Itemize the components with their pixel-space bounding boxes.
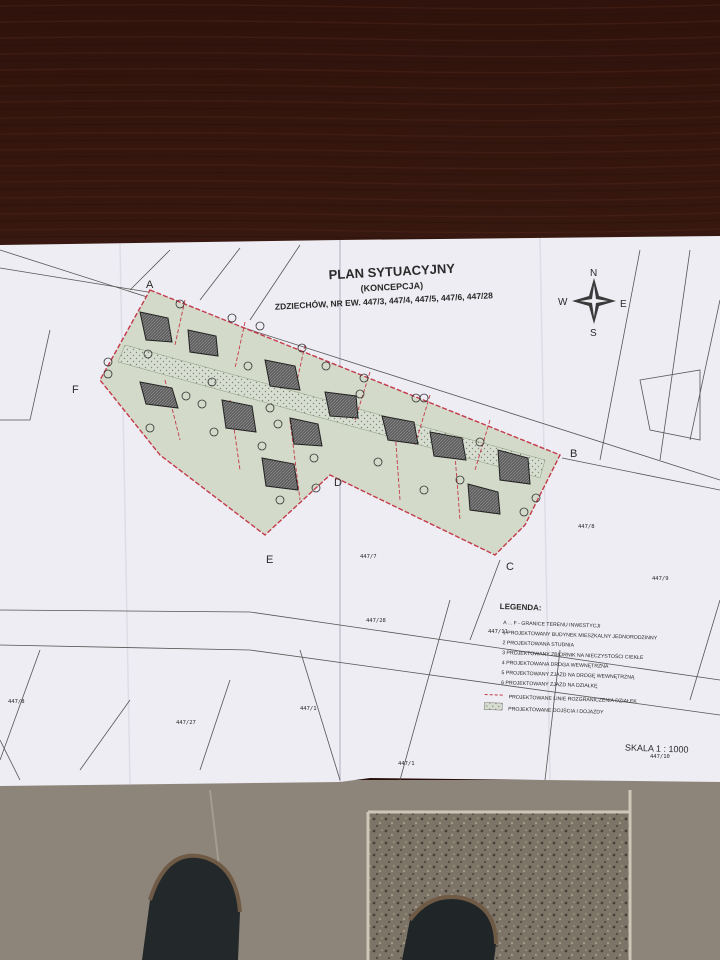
corner-c: C bbox=[506, 561, 514, 573]
legend-item: A ... F - GRANICE TERENU INWESTYCJI bbox=[503, 620, 600, 629]
compass-north: N bbox=[590, 268, 597, 279]
parcel-lines bbox=[0, 244, 720, 781]
legend-line-swatch bbox=[484, 694, 505, 696]
parcel-number: 447/10 bbox=[650, 754, 670, 760]
parcel-number: 447/27 bbox=[176, 720, 196, 726]
legend-line-item: PROJEKTOWANE LINIE ROZGRANICZENIA DZIAŁE… bbox=[509, 694, 638, 704]
houses bbox=[139, 311, 531, 515]
shoe-right-sole bbox=[408, 895, 498, 945]
house-roof bbox=[139, 381, 179, 409]
corner-a: A bbox=[146, 279, 154, 291]
parcel-number: 447/7 bbox=[360, 554, 377, 560]
legend-title: LEGENDA: bbox=[500, 602, 542, 612]
legend-item: 1 PROJEKTOWANY BUDYNEK MIESZKALNY JEDNOR… bbox=[503, 630, 658, 641]
parcel-number: 447/1 bbox=[398, 761, 415, 767]
corner-d: D bbox=[334, 477, 342, 489]
house-roof bbox=[261, 457, 299, 491]
compass-west: W bbox=[558, 297, 568, 308]
legend-item: 4 PROJEKTOWANA DROGA WEWNĘTRZNA bbox=[502, 660, 609, 670]
parcel-number: 447/28 bbox=[366, 618, 386, 624]
legend-hatch-item: PROJEKTOWANE DOJŚCIA I DOJAZDY bbox=[508, 704, 604, 715]
shoe-left bbox=[142, 855, 240, 960]
plan-subtitle: (KONCEPCJA) bbox=[360, 280, 423, 293]
shoe-left-sole bbox=[148, 853, 242, 913]
paper-fold bbox=[119, 243, 131, 785]
legend-item: 2 PROJEKTOWANA STUDNIA bbox=[502, 640, 574, 649]
house-roof bbox=[497, 449, 531, 485]
paper-fold bbox=[539, 237, 551, 781]
scale-label: SKALA 1 : 1000 bbox=[625, 742, 689, 754]
site-boundary bbox=[99, 289, 561, 556]
house-roof bbox=[221, 399, 257, 433]
parcel-number: 447/11 bbox=[488, 629, 508, 635]
house-roof bbox=[429, 431, 467, 461]
parcel-number: 447/8 bbox=[578, 524, 595, 530]
corner-f: F bbox=[72, 384, 79, 396]
house-roof bbox=[139, 311, 173, 343]
house-roof bbox=[264, 359, 301, 391]
house-roof bbox=[187, 329, 219, 357]
parcel-number: 447/1 bbox=[300, 706, 317, 712]
compass-south: S bbox=[590, 328, 597, 339]
parcel-number: 447/9 bbox=[652, 576, 669, 582]
legend-item: 6 PROJEKTOWANY ZJAZD NA DZIAŁKĘ bbox=[501, 680, 598, 689]
compass-east: E bbox=[620, 299, 627, 310]
shoe-right bbox=[402, 896, 496, 960]
legend-item: 5 PROJEKTOWANY ZJAZD NA DROGĘ WEWNĘTRZNĄ bbox=[501, 670, 635, 681]
compass-rose: N S E W bbox=[558, 268, 627, 339]
plan-title: PLAN SYTUACYJNY bbox=[328, 261, 455, 283]
house-roof bbox=[381, 415, 419, 445]
house-roof bbox=[289, 417, 323, 447]
parcel-number: 447/8 bbox=[8, 699, 25, 705]
corner-b: B bbox=[570, 448, 577, 460]
house-roof bbox=[467, 483, 501, 515]
corner-e: E bbox=[266, 554, 273, 566]
house-roof bbox=[324, 391, 359, 419]
numbered-markers bbox=[103, 299, 541, 517]
legend-hatch-swatch bbox=[483, 702, 503, 711]
